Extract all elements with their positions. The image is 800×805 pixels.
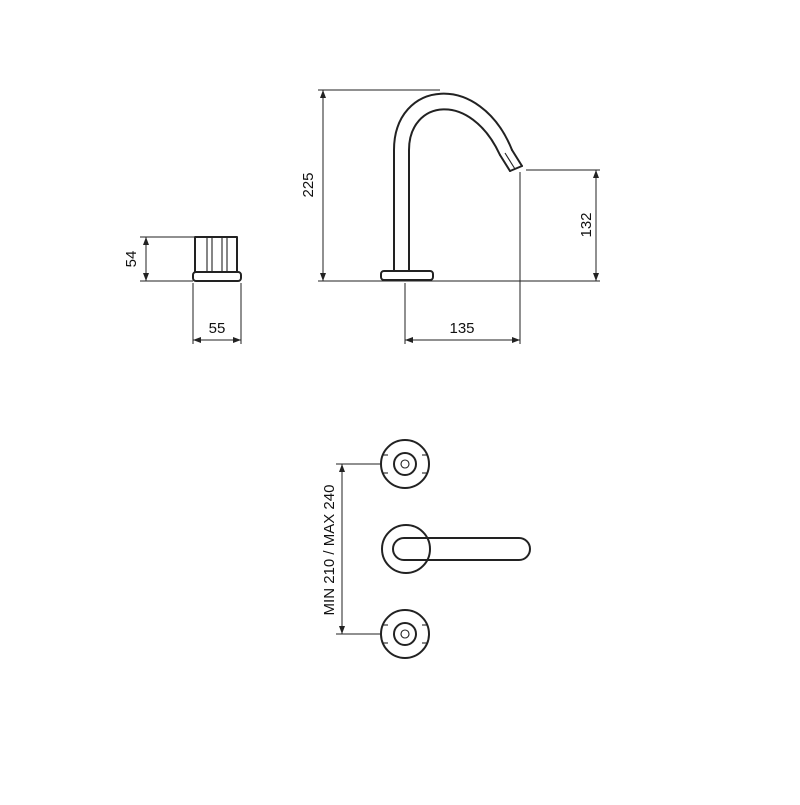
- handle-side-view: [192, 236, 242, 282]
- handle-height-dimension: 54: [123, 236, 195, 282]
- bottom-valve-plan: [380, 609, 430, 659]
- handle-width-dimension: 55: [192, 283, 242, 344]
- spout-height-dimension: 225: [300, 89, 600, 282]
- spout-plan: [381, 524, 531, 574]
- spout-side-view: [380, 92, 523, 281]
- valve-spacing-label: MIN 210 / MAX 240: [321, 485, 338, 616]
- spout-reach-label: 135: [449, 320, 474, 337]
- outlet-height-label: 132: [578, 212, 595, 237]
- valve-spacing-dimension: MIN 210 / MAX 240: [321, 463, 381, 635]
- spout-reach-dimension: 135: [404, 172, 521, 344]
- top-valve-plan: [380, 439, 430, 489]
- outlet-height-dimension: 132: [526, 169, 600, 281]
- handle-height-label: 54: [123, 251, 140, 268]
- handle-width-label: 55: [209, 320, 226, 337]
- spout-height-label: 225: [300, 172, 317, 197]
